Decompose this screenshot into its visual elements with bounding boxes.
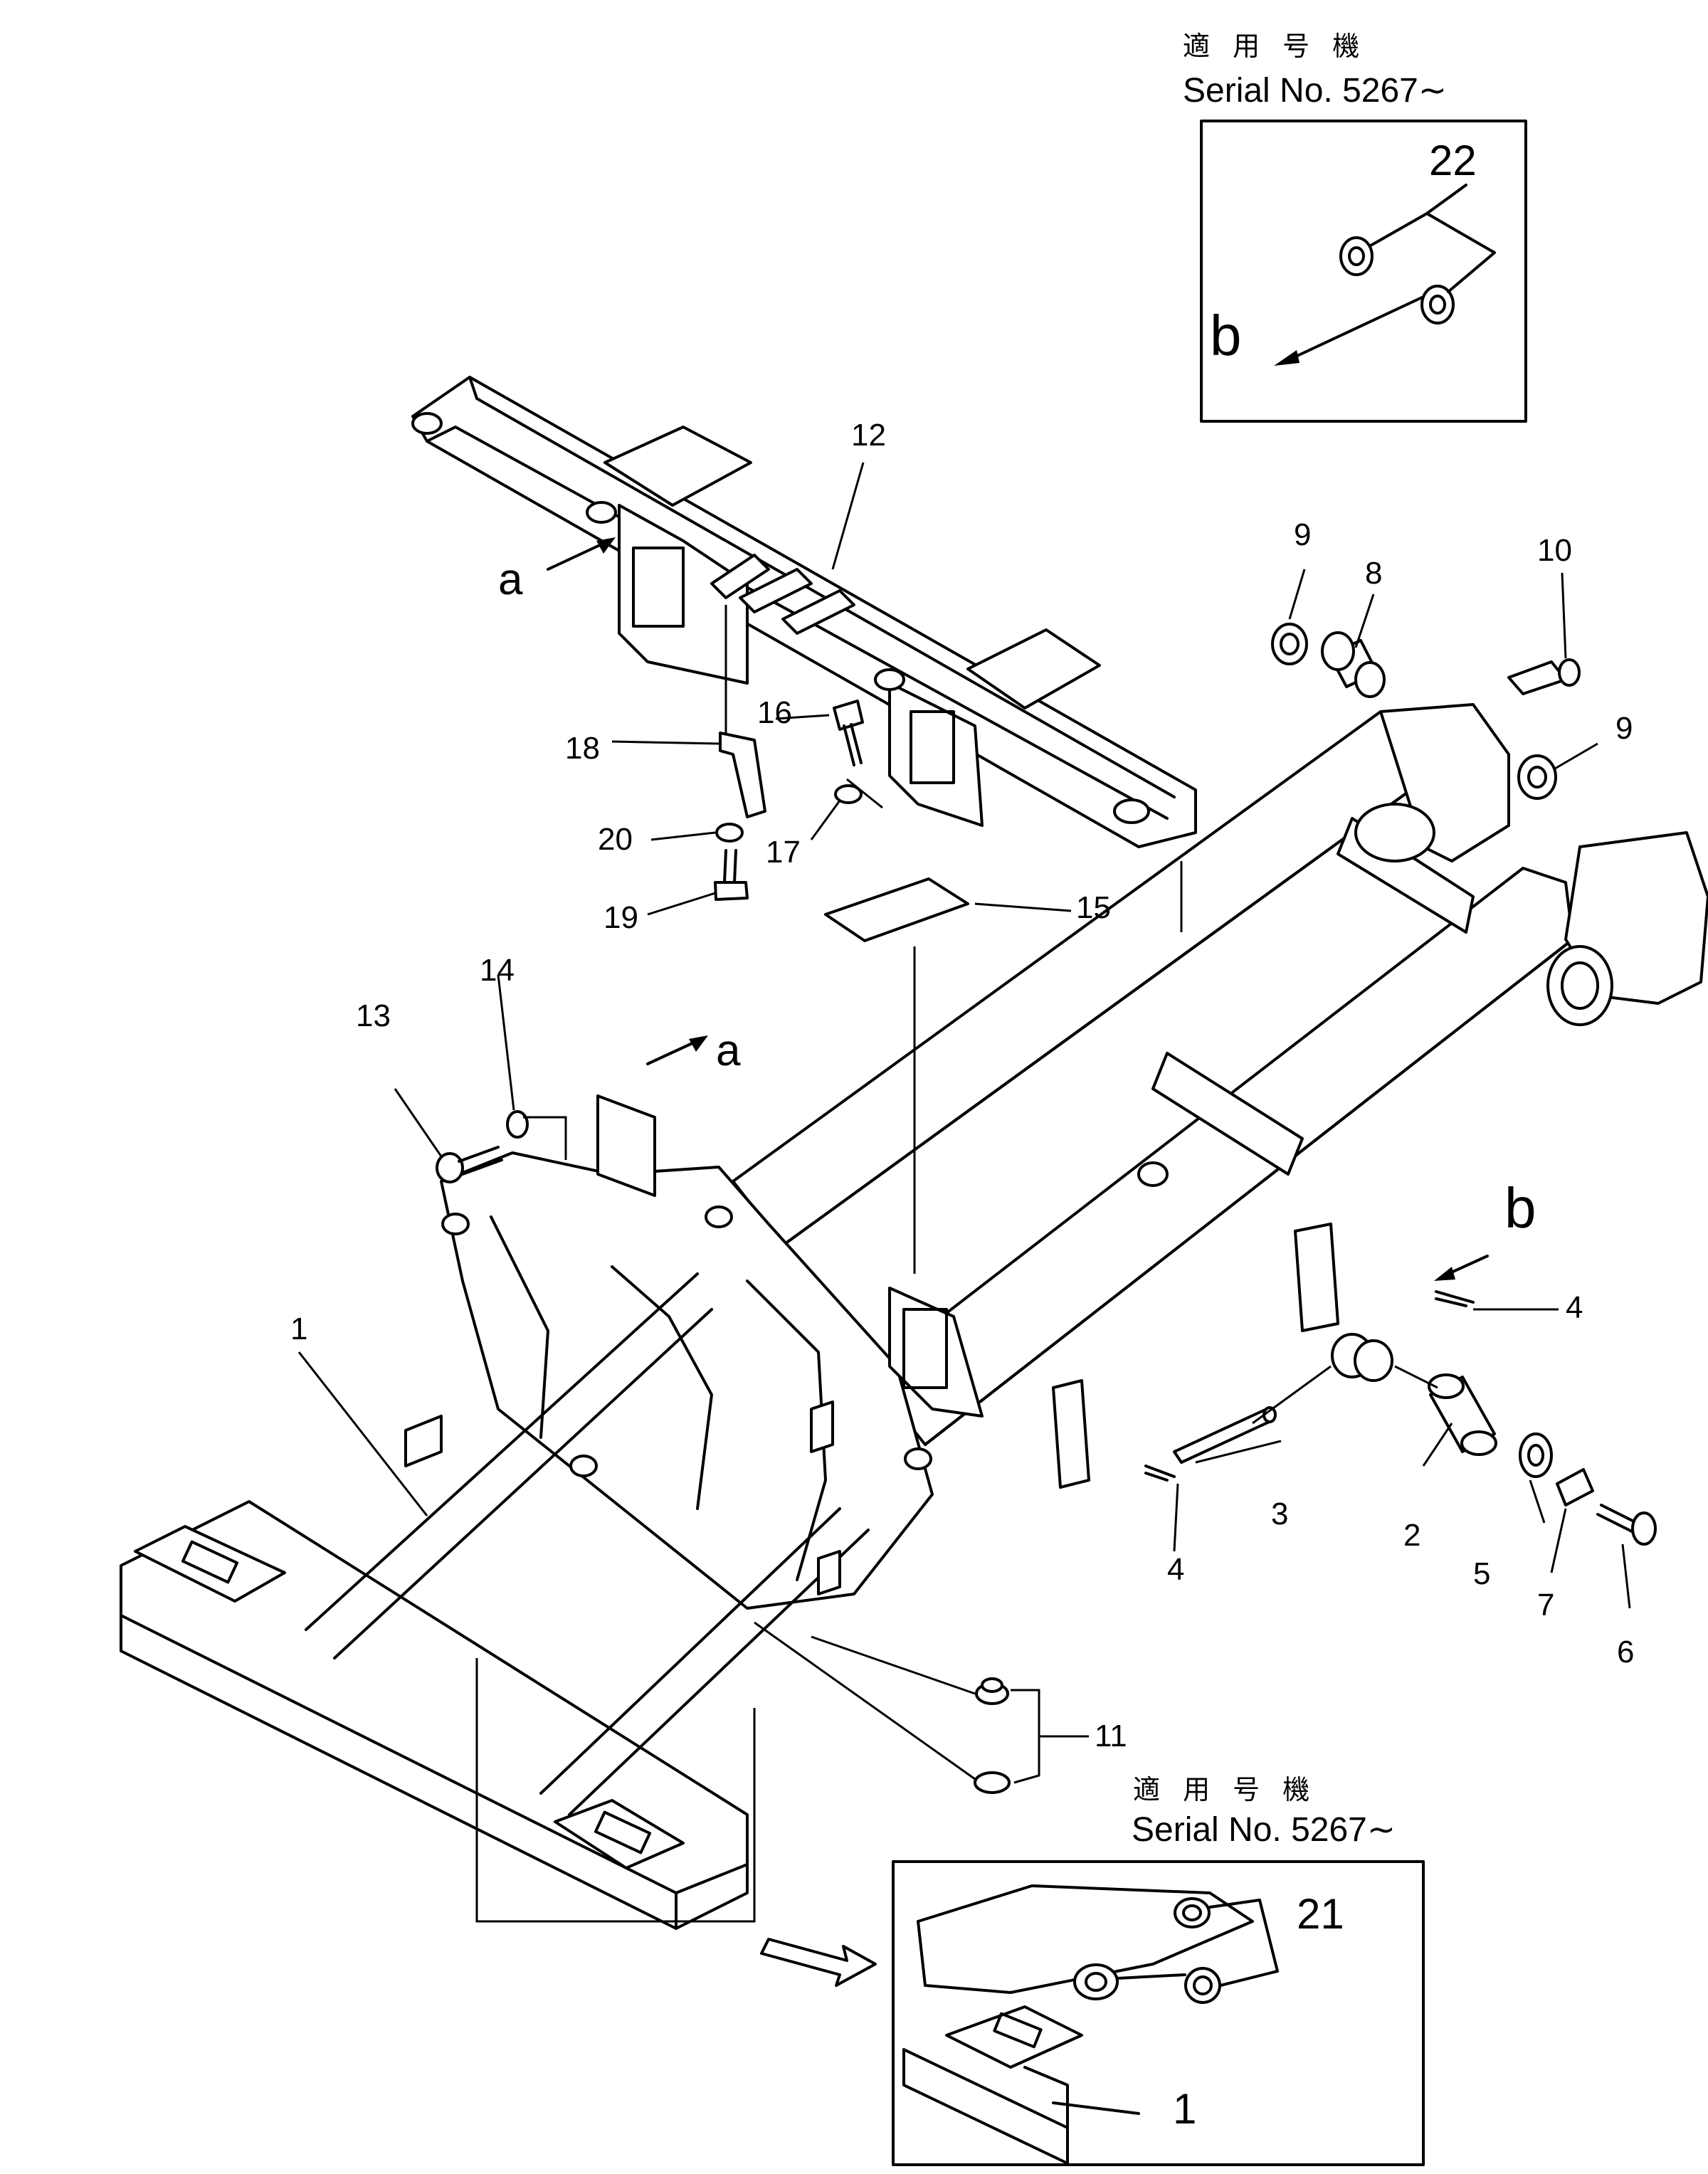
inset-top-frame [1200,120,1527,423]
callout-12: 12 [851,418,886,453]
hollow-arrow-to-inset [760,1938,877,1987]
callout-1: 1 [290,1312,308,1346]
part-4-cotter-pin-upper [1435,1290,1475,1307]
part-8-bushing [1321,631,1386,698]
callout-21: 21 [1297,1890,1344,1938]
callout-7: 7 [1537,1588,1555,1622]
inset-bottom-frame [892,1860,1425,2166]
part-16-bolt [833,700,864,766]
view-marker-a-lower: a [716,1026,741,1075]
part-10-grease-fitting [1507,658,1581,695]
part-17-washer [834,784,863,804]
callout-16: 16 [757,695,792,730]
callout-20: 20 [598,822,633,857]
part-5-washer [1519,1432,1553,1478]
part-14-washer [506,1110,529,1139]
callout-11: 11 [1095,1719,1127,1753]
callout-9-top: 9 [1294,517,1312,552]
part-19-bolt [714,849,749,901]
view-arrow-a-lower [646,1035,708,1065]
part-2-bushing [1428,1373,1497,1456]
inset-top-applicability: 適 用 号 機 [1183,31,1367,62]
inset-top-serial: Serial No. 5267∼ [1183,72,1448,110]
callout-15: 15 [1076,890,1111,925]
view-arrow-b-main [1434,1255,1489,1281]
callout-18: 18 [565,731,600,766]
callout-19: 19 [603,900,638,935]
part-9-washer-right [1517,754,1557,800]
part-9-washer-top [1271,623,1308,665]
part-11-bushings [974,1677,1011,1794]
callout-3: 3 [1271,1497,1289,1531]
callout-6: 6 [1617,1635,1635,1669]
part-4-cotter-pin-lower [1144,1465,1176,1482]
view-marker-b-main: b [1504,1176,1536,1240]
upper-crossmember [411,376,1197,848]
view-marker-a-upper: a [498,555,523,604]
part-3-pin [1173,1406,1277,1464]
callout-8: 8 [1365,556,1383,591]
callout-17: 17 [766,835,801,870]
part-7-lock-plate [1556,1468,1594,1507]
inset-bottom-serial: Serial No. 5267∼ [1132,1811,1396,1849]
callout-14: 14 [480,953,515,988]
callout-5: 5 [1473,1556,1491,1591]
inset-bottom-applicability: 適 用 号 機 [1133,1774,1317,1805]
callout-9-right: 9 [1615,711,1633,746]
callout-4-lower: 4 [1167,1552,1185,1587]
inset-top-view-letter: b [1210,304,1242,367]
view-arrow-a-upper [547,537,616,571]
part-15-shim-plate [824,877,969,942]
callout-4-upper: 4 [1566,1290,1583,1325]
callout-10: 10 [1537,533,1572,568]
pivot-boss [1331,1333,1393,1382]
callout-22: 22 [1429,137,1477,184]
part-18-plate [719,732,766,818]
main-frame [120,703,1708,1930]
callout-13: 13 [356,998,391,1033]
leader-lines [297,462,1631,1923]
inset-bottom-callout-1: 1 [1173,2085,1197,2133]
part-20-washer [715,823,744,843]
callout-2: 2 [1403,1518,1421,1553]
part-13-bolt [436,1146,503,1183]
part-6-bolt [1596,1504,1657,1546]
